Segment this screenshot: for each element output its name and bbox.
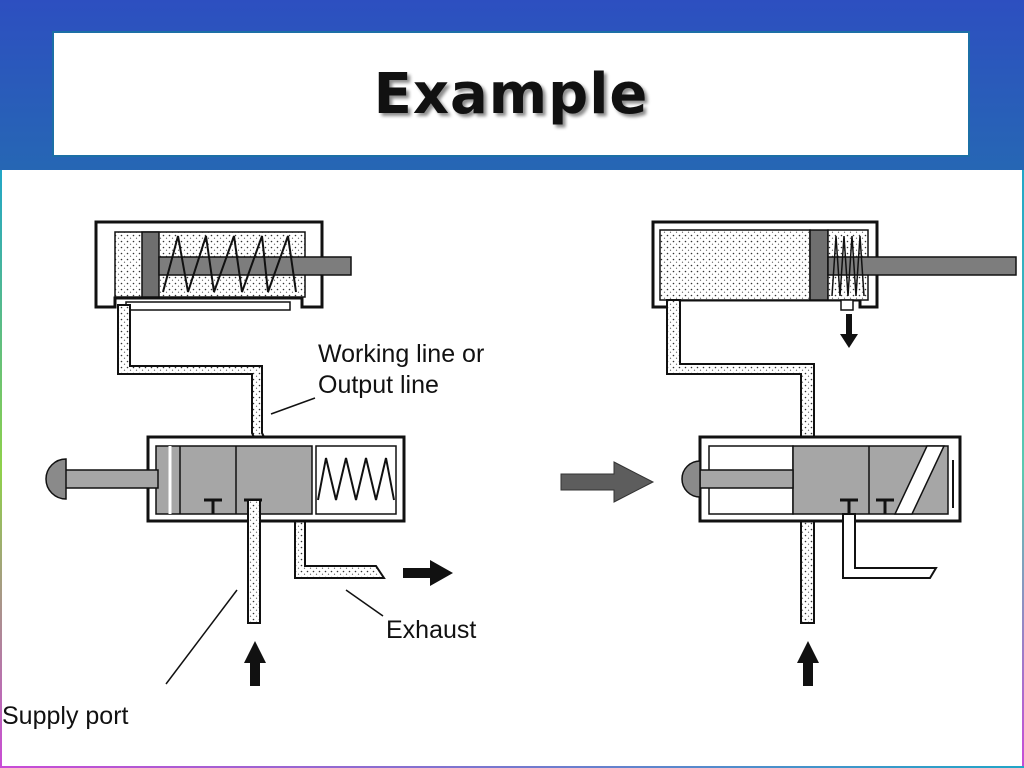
left-piston-rod xyxy=(158,256,352,276)
push-button-icon xyxy=(681,460,701,498)
right-push-rod xyxy=(699,469,794,489)
left-piston xyxy=(141,231,160,298)
spring-icon xyxy=(317,457,395,501)
right-piston-rod xyxy=(827,256,1017,276)
slide-title: Example xyxy=(373,61,649,127)
left-valve xyxy=(45,435,406,523)
arrow-down-icon xyxy=(840,314,858,348)
left-supply-pipe xyxy=(247,499,261,624)
right-piston xyxy=(809,229,829,301)
push-button-icon xyxy=(45,458,67,500)
arrow-right-icon xyxy=(403,560,453,586)
right-working-line xyxy=(666,299,815,624)
right-valve xyxy=(681,435,962,523)
left-state-diagram: Working line or Output line Exhaust Supp… xyxy=(2,220,484,730)
right-state-diagram xyxy=(651,220,1017,686)
bottom-edge-decoration xyxy=(0,766,1024,768)
spring-icon xyxy=(831,235,865,297)
right-edge-decoration xyxy=(1022,170,1024,768)
output-line-label: Output line xyxy=(318,371,439,399)
right-cylinder xyxy=(651,220,1017,311)
spring-icon xyxy=(162,235,297,293)
left-valve-spool xyxy=(155,445,313,515)
left-working-line xyxy=(117,304,386,579)
right-exhaust-pipe xyxy=(842,513,938,579)
supply-port-label: Supply port xyxy=(2,702,129,730)
left-edge-decoration xyxy=(0,170,2,768)
left-push-rod xyxy=(61,469,159,489)
exhaust-label: Exhaust xyxy=(386,616,476,644)
title-box: Example xyxy=(52,31,970,157)
arrow-up-icon xyxy=(797,641,819,686)
arrow-up-icon xyxy=(244,641,266,686)
working-line-label: Working line or xyxy=(318,340,484,368)
left-cylinder xyxy=(94,220,352,311)
big-arrow-right-icon xyxy=(560,461,655,503)
